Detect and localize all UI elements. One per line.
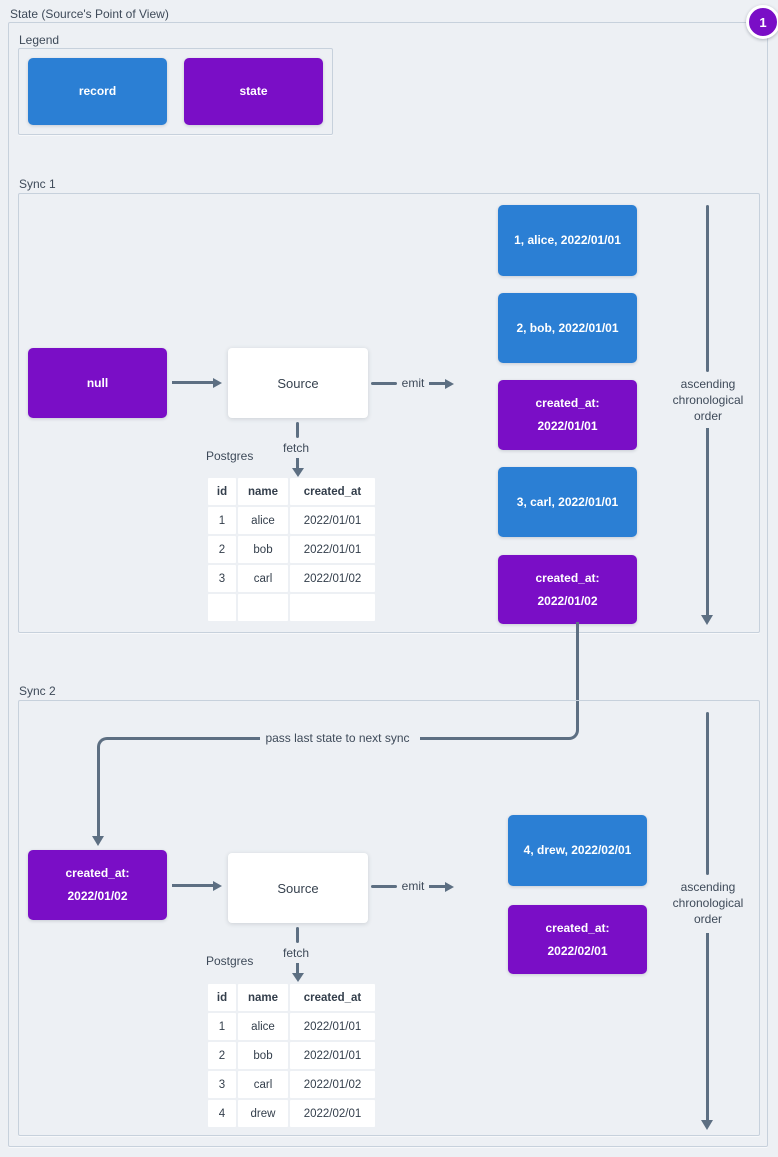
sync1-database-label: Postgres	[206, 449, 254, 463]
sync2-postgres-table: id name created_at 1 alice 2022/01/01 2 …	[208, 984, 375, 1127]
table-cell: 1	[208, 507, 236, 534]
table-cell	[290, 594, 375, 621]
sync2-order-arrow	[701, 933, 713, 1130]
table-cell: 2022/01/01	[290, 507, 375, 534]
sync1-input-state-box: null	[28, 348, 167, 418]
connector-arrowhead	[92, 836, 104, 846]
record-box: 1, alice, 2022/01/01	[498, 205, 637, 276]
table-header-cell: id	[208, 478, 236, 505]
step-badge: 1	[746, 5, 778, 39]
table-cell: drew	[238, 1100, 288, 1127]
table-cell: carl	[238, 565, 288, 592]
sync2-order-note: ascending chronological order	[672, 880, 744, 926]
legend-state-box: state	[184, 58, 323, 125]
sync2-fetch-arrow	[291, 963, 304, 982]
sync1-source-box: Source	[228, 348, 368, 418]
connector-label: pass last state to next sync	[265, 731, 410, 745]
table-cell: 2022/01/02	[290, 565, 375, 592]
table-cell: 2022/01/01	[290, 1013, 375, 1040]
sync2-order-line	[706, 712, 709, 875]
table-cell: 4	[208, 1100, 236, 1127]
table-cell: alice	[238, 1013, 288, 1040]
sync2-fetch-line	[296, 927, 299, 943]
table-cell: 2022/01/01	[290, 536, 375, 563]
table-cell: 2	[208, 536, 236, 563]
record-box: 4, drew, 2022/02/01	[508, 815, 647, 886]
sync2-frame	[18, 700, 760, 1136]
table-cell: bob	[238, 536, 288, 563]
sync1-order-arrow	[701, 428, 713, 625]
table-cell: 1	[208, 1013, 236, 1040]
table-header-cell: created_at	[290, 984, 375, 1011]
outer-frame	[8, 22, 768, 1147]
state-box: created_at: 2022/02/01	[508, 905, 647, 974]
sync1-postgres-table: id name created_at 1 alice 2022/01/01 2 …	[208, 478, 375, 621]
sync1-fetch-label: fetch	[282, 441, 309, 455]
table-cell: 2022/01/02	[290, 1071, 375, 1098]
sync2-emit-label: emit	[401, 879, 425, 893]
sync1-fetch-line	[296, 422, 299, 438]
table-cell: 2022/02/01	[290, 1100, 375, 1127]
sync2-state-to-source-arrow	[172, 880, 222, 891]
table-cell	[238, 594, 288, 621]
sync2-database-label: Postgres	[206, 954, 254, 968]
connector-corner-left	[97, 737, 260, 837]
sync2-fetch-label: fetch	[282, 946, 309, 960]
sync1-order-note: ascending chronological order	[672, 377, 744, 423]
sync1-emit-line-left	[371, 382, 397, 385]
sync1-emit-arrow	[429, 378, 454, 389]
sync2-emit-arrow	[429, 881, 454, 892]
legend-record-box: record	[28, 58, 167, 125]
record-box: 2, bob, 2022/01/01	[498, 293, 637, 363]
legend-frame	[18, 48, 333, 135]
sync1-label: Sync 1	[19, 177, 56, 191]
page-title: State (Source's Point of View)	[10, 7, 169, 21]
table-cell: bob	[238, 1042, 288, 1069]
table-header-cell: id	[208, 984, 236, 1011]
table-cell: 2022/01/01	[290, 1042, 375, 1069]
table-header-cell: name	[238, 984, 288, 1011]
sync1-state-to-source-arrow	[172, 377, 222, 388]
sync2-input-state-box: created_at: 2022/01/02	[28, 850, 167, 920]
sync1-emit-label: emit	[401, 376, 425, 390]
table-cell: alice	[238, 507, 288, 534]
sync1-order-line	[706, 205, 709, 372]
legend-label: Legend	[19, 33, 60, 47]
state-box: created_at: 2022/01/01	[498, 380, 637, 450]
connector-corner-right	[420, 622, 579, 740]
sync2-emit-line-left	[371, 885, 397, 888]
table-header-cell: name	[238, 478, 288, 505]
sync2-label: Sync 2	[19, 684, 56, 698]
table-cell: 2	[208, 1042, 236, 1069]
sync1-fetch-arrow	[291, 458, 304, 477]
state-box: created_at: 2022/01/02	[498, 555, 637, 624]
table-cell	[208, 594, 236, 621]
sync2-source-box: Source	[228, 853, 368, 923]
table-cell: carl	[238, 1071, 288, 1098]
table-cell: 3	[208, 565, 236, 592]
table-cell: 3	[208, 1071, 236, 1098]
sync1-frame	[18, 193, 760, 633]
table-header-cell: created_at	[290, 478, 375, 505]
record-box: 3, carl, 2022/01/01	[498, 467, 637, 537]
